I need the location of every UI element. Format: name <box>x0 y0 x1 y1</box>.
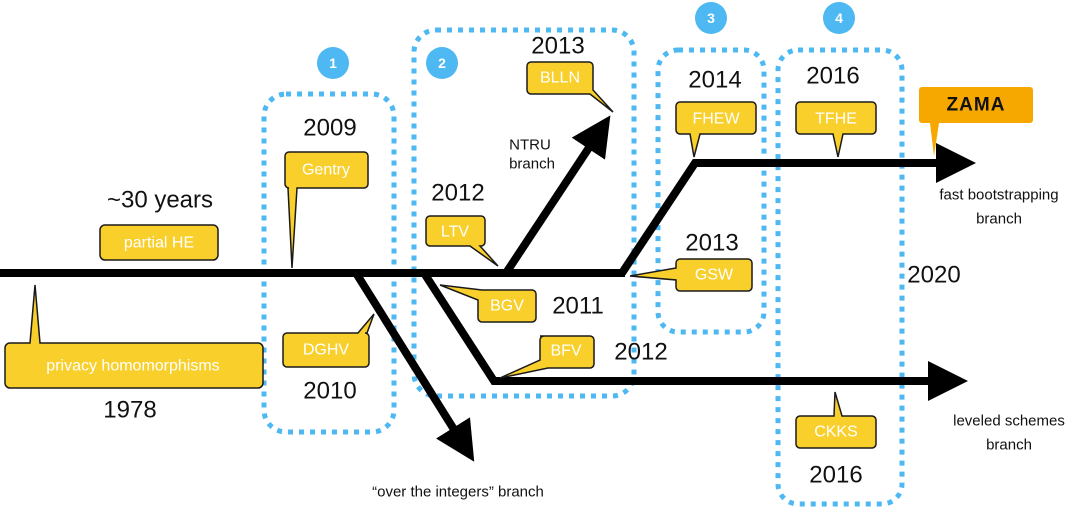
leveled-schemes-label-line1: leveled schemes <box>953 413 1065 430</box>
ntru-branch-line <box>502 115 611 276</box>
group-3-box <box>655 47 767 335</box>
group-boxes <box>261 27 905 507</box>
ntru-branch-label-line2: branch <box>509 156 555 173</box>
callout-label: privacy homomorphisms <box>46 358 219 375</box>
group-2-box <box>411 27 637 399</box>
callout-bfv: BFV <box>499 335 595 379</box>
callout-dghv: DGHV <box>282 313 375 368</box>
callout-privacy-homomorphisms: privacy homomorphisms <box>4 284 264 389</box>
group-1-badge: 1 <box>317 47 349 79</box>
callout-label: partial HE <box>124 235 194 252</box>
integers-branch-line <box>352 270 475 462</box>
year-1978: 1978 <box>103 397 156 424</box>
callout-label: DGHV <box>303 342 350 359</box>
callout-tfhe: TFHE <box>795 101 877 158</box>
fast-bootstrapping-branch-line <box>618 143 976 276</box>
year-2020: 2020 <box>907 262 960 289</box>
callout-label: BLLN <box>540 70 580 87</box>
group-1-box <box>261 91 397 435</box>
callout-label: GSW <box>695 267 734 284</box>
callout-label: TFHE <box>815 111 857 128</box>
span-30-years: ~30 years <box>107 187 213 214</box>
group-4-badge: 4 <box>823 2 855 34</box>
callout-gsw: GSW <box>629 258 753 292</box>
callout-label: LTV <box>441 224 469 241</box>
callout-ckks: CKKS <box>795 391 877 449</box>
zama-logo-text: ZAMA <box>947 95 1006 116</box>
group-3-number: 3 <box>707 10 715 26</box>
callout-fhew: FHEW <box>675 101 757 158</box>
year-2012-ltv: 2012 <box>431 180 484 207</box>
group-4-number: 4 <box>835 10 843 26</box>
callout-blln: BLLN <box>526 61 614 113</box>
callout-bgv: BGV <box>439 284 537 323</box>
callout-partial-he: partial HE <box>99 224 219 261</box>
year-2011-bgv: 2011 <box>552 293 604 320</box>
year-2016-ckks: 2016 <box>809 462 862 489</box>
fast-bootstrapping-label-line2: branch <box>976 211 1022 228</box>
callout-label: BGV <box>490 298 524 315</box>
year-2012-bfv: 2012 <box>614 339 667 366</box>
year-2009: 2009 <box>303 115 356 142</box>
callout-label: FHEW <box>692 111 740 128</box>
year-2013-blln: 2013 <box>531 33 584 60</box>
group-1-number: 1 <box>329 55 337 71</box>
callout-label: BFV <box>550 343 581 360</box>
callout-ltv: LTV <box>425 215 499 267</box>
callout-gentry: Gentry <box>284 151 369 269</box>
callout-label: CKKS <box>814 424 858 441</box>
leveled-branch-line <box>420 270 968 401</box>
leveled-schemes-label-line2: branch <box>986 437 1032 454</box>
year-2013-gsw: 2013 <box>685 230 738 257</box>
fast-bootstrapping-label-line1: fast bootstrapping <box>939 187 1058 204</box>
zama-logo-callout: ZAMA <box>919 87 1033 156</box>
year-2010: 2010 <box>303 378 356 405</box>
timeline-lines <box>0 115 976 462</box>
group-3-badge: 3 <box>695 2 727 34</box>
year-2014-fhew: 2014 <box>688 67 741 94</box>
group-4-box <box>775 47 905 507</box>
ntru-branch-label-line1: NTRU <box>509 137 551 154</box>
year-2016-tfhe: 2016 <box>806 63 859 90</box>
group-2-number: 2 <box>438 55 446 71</box>
group-2-badge: 2 <box>426 47 458 79</box>
integers-branch-label: “over the integers” branch <box>372 484 544 501</box>
callout-label: Gentry <box>302 162 350 179</box>
